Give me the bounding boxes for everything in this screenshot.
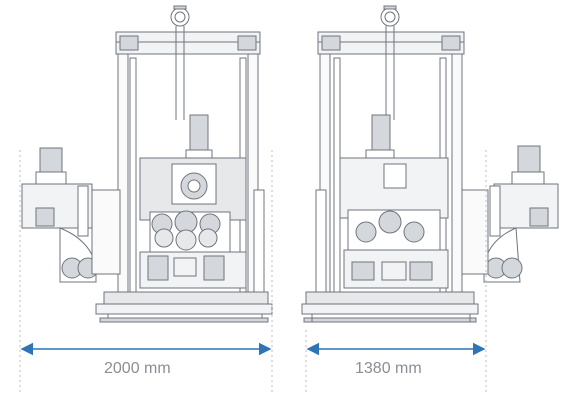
- right-machine: [301, 5, 559, 323]
- right-dimension-label: 1380 mm: [355, 360, 422, 377]
- left-dimension-label: 2000 mm: [104, 360, 171, 377]
- left-machine: [21, 5, 273, 323]
- extent-guides: [19, 150, 487, 395]
